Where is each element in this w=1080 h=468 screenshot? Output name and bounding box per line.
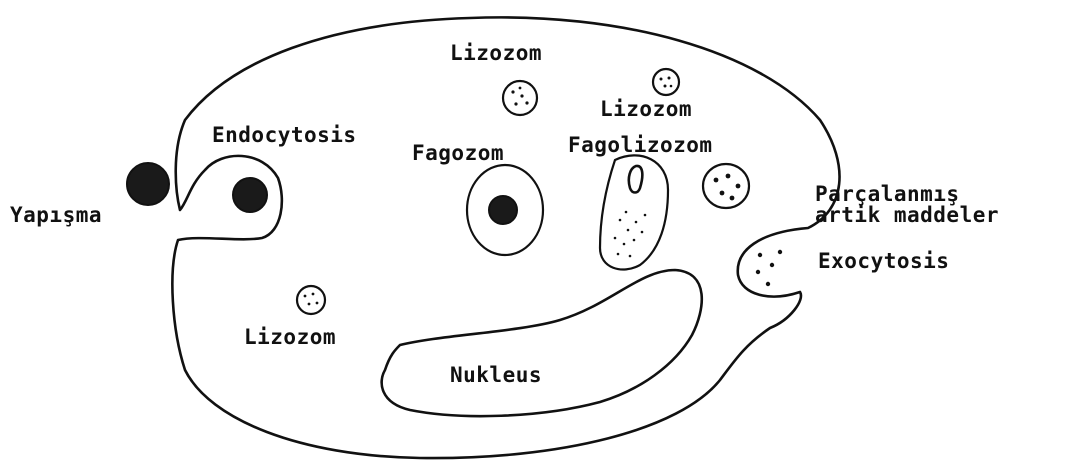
label-fagolizozom: Fagolizozom bbox=[568, 133, 713, 157]
phagolysosome bbox=[600, 155, 668, 269]
label-parcalanmis-line2: artik maddeler bbox=[815, 203, 999, 227]
residual-vesicle bbox=[703, 164, 749, 208]
label-nukleus: Nukleus bbox=[450, 363, 542, 387]
adhering-particle bbox=[127, 163, 169, 205]
phagosome bbox=[467, 165, 543, 255]
label-lizozom-right: Lizozom bbox=[600, 97, 692, 121]
label-lizozom-top: Lizozom bbox=[450, 41, 542, 65]
label-lizozom-bottom: Lizozom bbox=[244, 325, 336, 349]
endocytosed-particle bbox=[233, 178, 267, 212]
label-exocytosis: Exocytosis bbox=[818, 249, 949, 273]
label-yapisma: Yapışma bbox=[10, 203, 102, 227]
exocytosis-contents bbox=[756, 250, 782, 286]
lysosome-top bbox=[503, 81, 537, 115]
lysosome-bottom bbox=[297, 286, 325, 314]
lysosome-right bbox=[653, 69, 679, 95]
nucleus bbox=[382, 270, 702, 416]
label-fagozom: Fagozom bbox=[412, 141, 504, 165]
label-endocytosis: Endocytosis bbox=[212, 123, 357, 147]
